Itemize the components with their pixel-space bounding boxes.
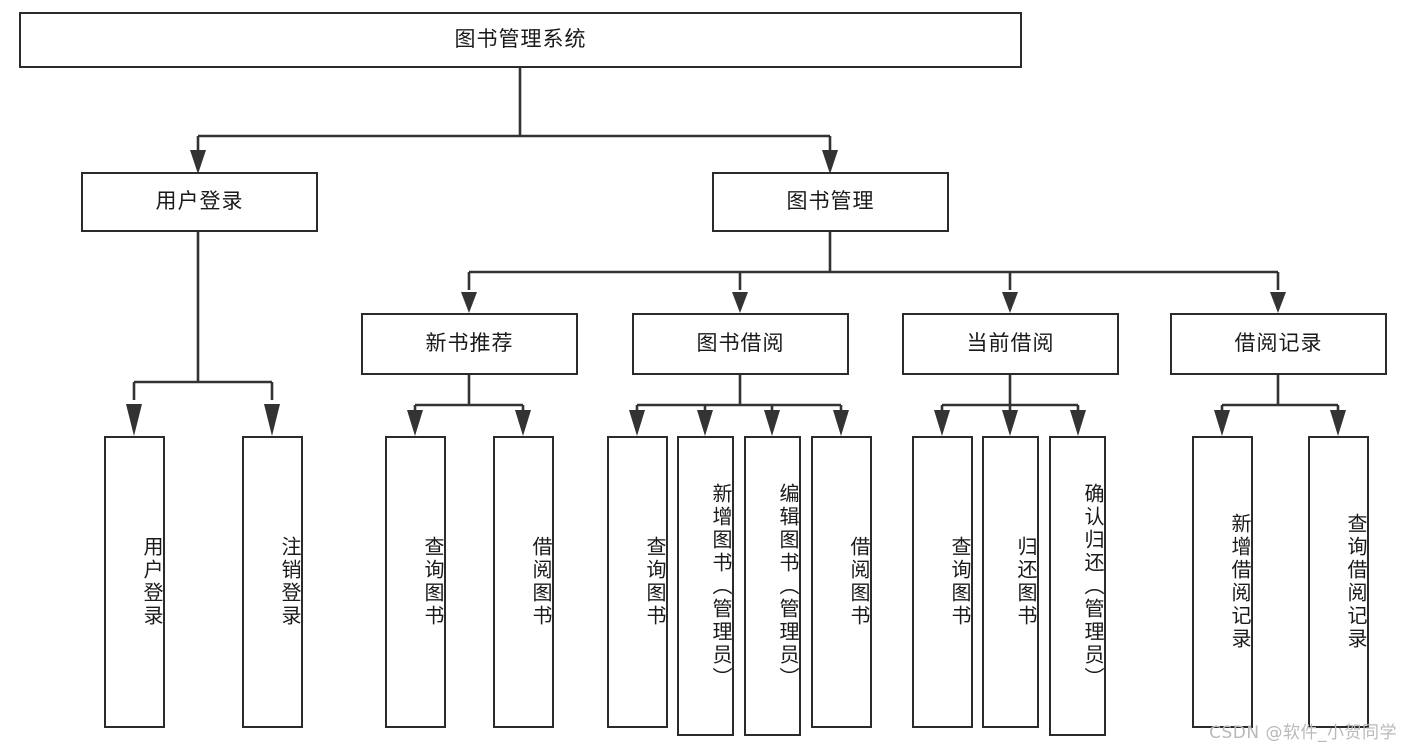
watermark-text: CSDN @软件_小贺同学: [1209, 723, 1397, 743]
leaf-borrow-record-query[interactable]: 查询借阅记录: [1308, 436, 1369, 728]
node-label: 用户登录: [140, 536, 164, 628]
node-current-borrow[interactable]: 当前借阅: [902, 313, 1119, 375]
node-user-login[interactable]: 用户登录: [81, 172, 318, 232]
leaf-borrow-record-add[interactable]: 新增借阅记录: [1192, 436, 1253, 728]
node-label: 查询图书: [948, 536, 972, 628]
leaf-new-book-borrow[interactable]: 借阅图书: [493, 436, 554, 728]
leaf-user-login-login[interactable]: 用户登录: [104, 436, 165, 728]
leaf-new-book-query[interactable]: 查询图书: [385, 436, 446, 728]
node-label: 新增借阅记录: [1228, 513, 1252, 651]
leaf-book-borrow-add[interactable]: 新增图书（管理员）: [677, 436, 734, 736]
leaf-current-borrow-return[interactable]: 归还图书: [982, 436, 1039, 728]
node-label: 查询图书: [643, 536, 667, 628]
node-label: 借阅记录: [1234, 331, 1323, 356]
node-label: 确认归还（管理员）: [1081, 482, 1105, 690]
node-label: 图书管理: [786, 189, 875, 214]
node-label: 借阅图书: [847, 536, 871, 628]
node-label: 新增图书（管理员）: [709, 482, 733, 690]
node-root-system[interactable]: 图书管理系统: [19, 12, 1022, 68]
node-label: 新书推荐: [425, 331, 514, 356]
leaf-current-borrow-query[interactable]: 查询图书: [912, 436, 973, 728]
leaf-book-borrow-query[interactable]: 查询图书: [607, 436, 668, 728]
node-book-management[interactable]: 图书管理: [712, 172, 949, 232]
node-new-book-recommend[interactable]: 新书推荐: [361, 313, 578, 375]
node-label: 编辑图书（管理员）: [776, 482, 800, 690]
node-label: 图书借阅: [696, 331, 785, 356]
leaf-user-login-logout[interactable]: 注销登录: [242, 436, 303, 728]
leaf-book-borrow-borrow[interactable]: 借阅图书: [811, 436, 872, 728]
node-book-borrow[interactable]: 图书借阅: [632, 313, 849, 375]
leaf-book-borrow-edit[interactable]: 编辑图书（管理员）: [744, 436, 801, 736]
node-label: 用户登录: [155, 189, 244, 214]
node-label: 注销登录: [278, 536, 302, 628]
node-label: 查询图书: [421, 536, 445, 628]
node-label: 借阅图书: [529, 536, 553, 628]
node-label: 当前借阅: [966, 331, 1055, 356]
leaf-current-borrow-confirm[interactable]: 确认归还（管理员）: [1049, 436, 1106, 736]
node-label: 查询借阅记录: [1344, 513, 1368, 651]
node-label: 归还图书: [1014, 536, 1038, 628]
node-label: 图书管理系统: [454, 27, 587, 52]
node-borrow-record[interactable]: 借阅记录: [1170, 313, 1387, 375]
